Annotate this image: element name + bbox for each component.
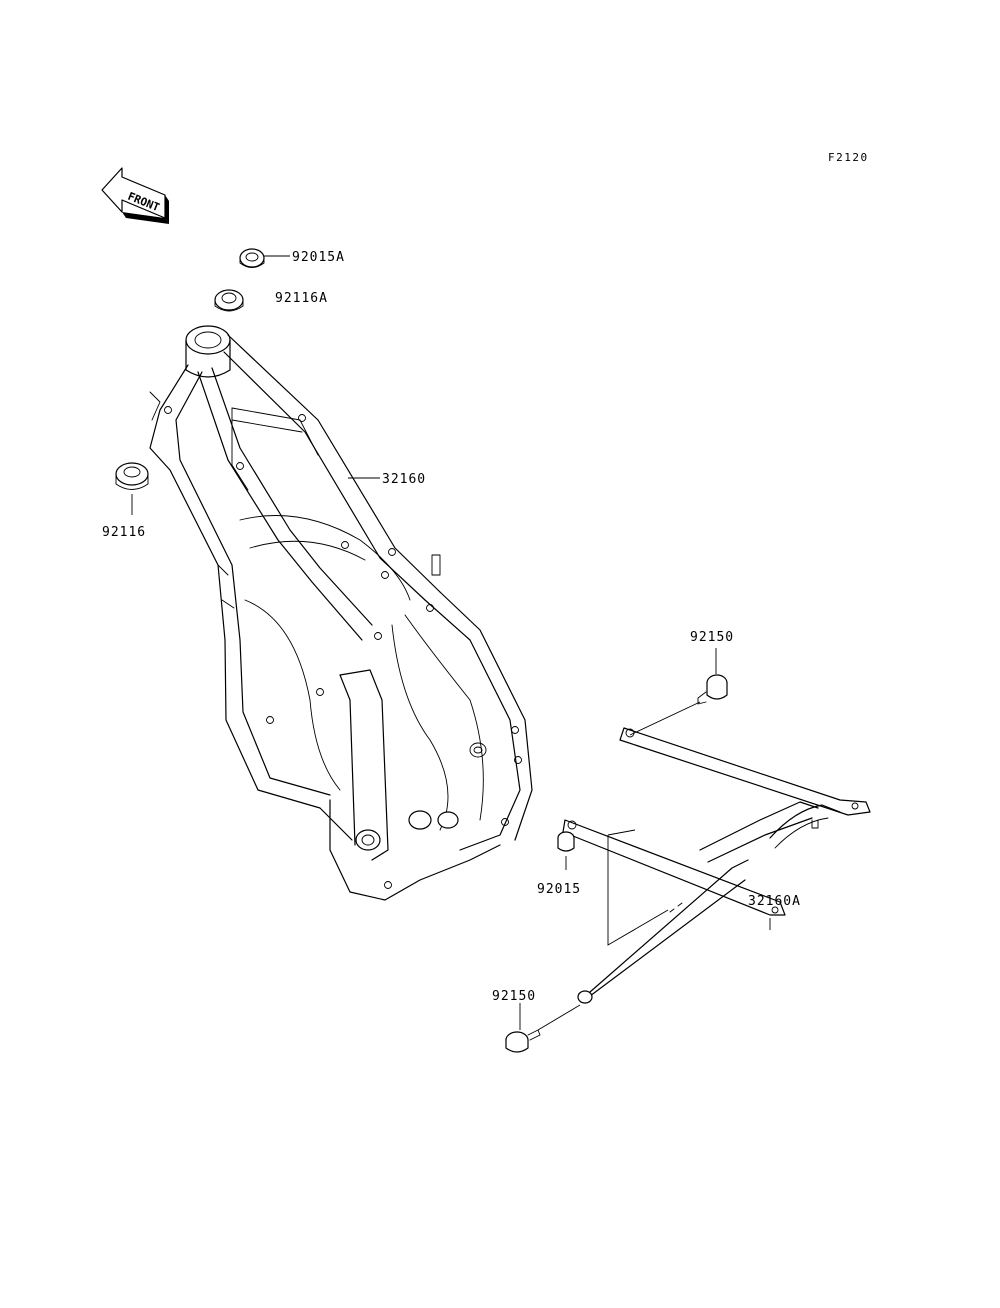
subframe-32160a-part (562, 727, 871, 1004)
leader-92015-v (607, 829, 669, 946)
reference-code: F2120 (828, 151, 869, 164)
nut-92015a-part (239, 248, 290, 268)
label-92015a: 92015A (292, 250, 345, 265)
label-92150-bottom: 92150 (492, 989, 536, 1004)
label-92015: 92015 (537, 882, 581, 897)
front-arrow-icon: FRONT (101, 167, 169, 224)
label-92116a: 92116A (275, 291, 328, 306)
main-frame-32160-part (149, 325, 533, 901)
label-32160: 32160 (382, 472, 426, 487)
bushing-92116a-part (214, 289, 244, 312)
label-92150-top: 92150 (690, 630, 734, 645)
label-92116: 92116 (102, 525, 146, 540)
collar-92015-part (557, 831, 575, 870)
label-32160a: 32160A (748, 894, 801, 909)
bolt-92150-bottom-part (505, 1003, 581, 1053)
bolt-92150-top-part (629, 648, 728, 736)
bushing-92116-part (115, 462, 149, 515)
